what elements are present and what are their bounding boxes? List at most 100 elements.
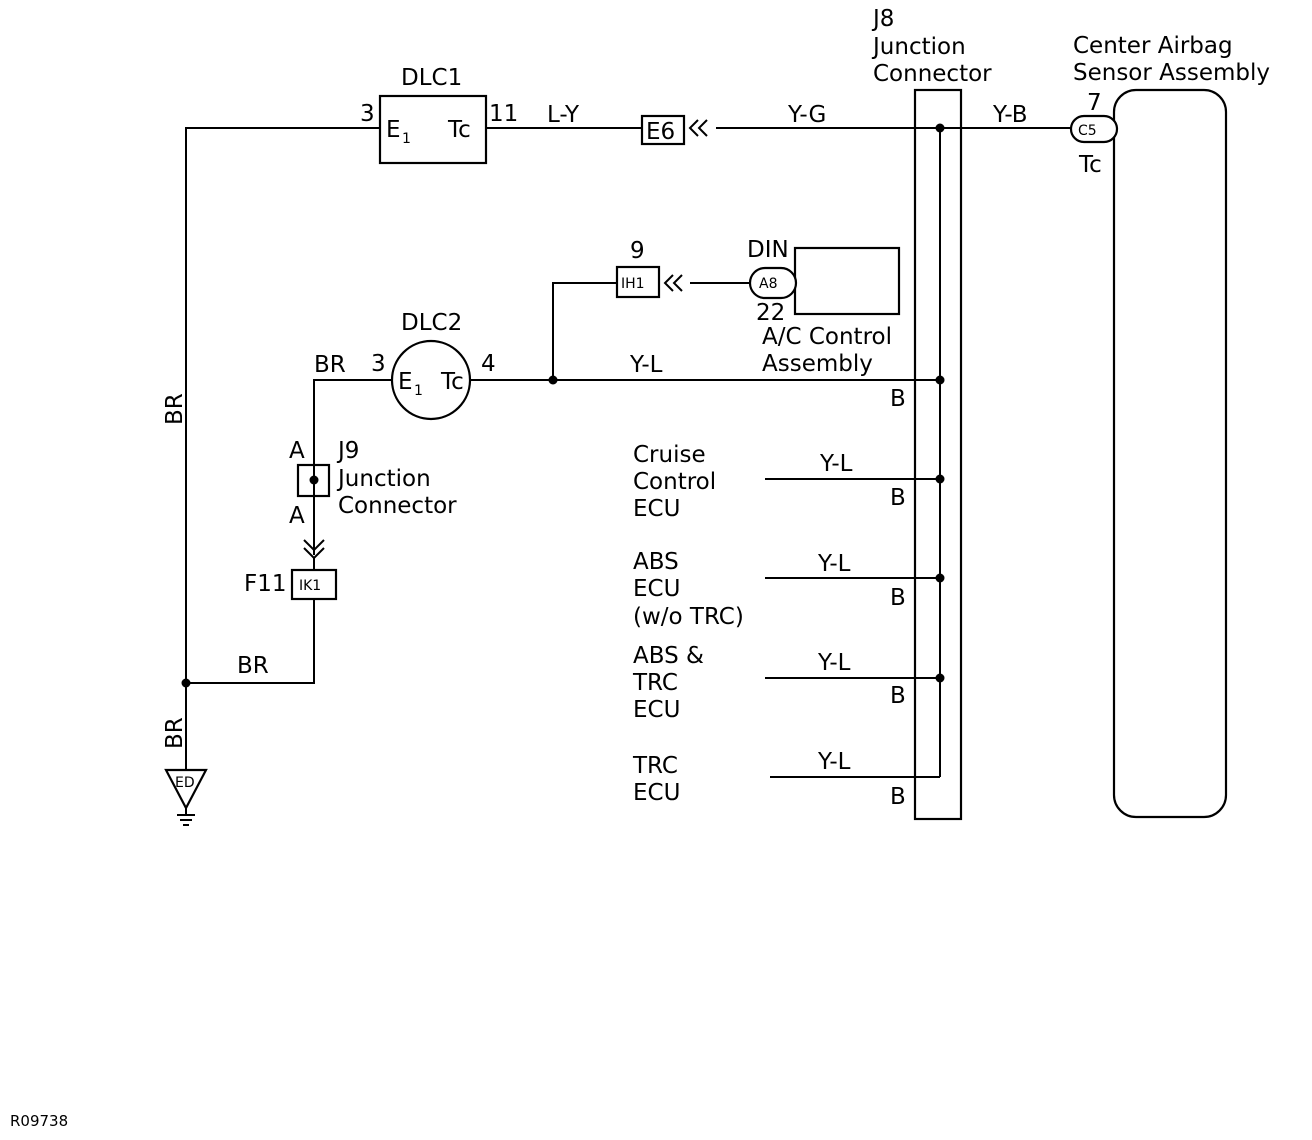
airbag-c5-label: C5 [1078, 123, 1097, 139]
j9-line1: Junction [336, 466, 431, 492]
ground-junction-node [181, 678, 191, 688]
ac-line2: Assembly [762, 351, 873, 377]
ground-branch-wire [186, 599, 315, 684]
j9-pin-bottom: A [289, 503, 305, 529]
ecu-cruise-line1: Cruise [633, 442, 706, 468]
j9-node [309, 475, 319, 485]
j8-node-cruise [935, 474, 945, 484]
ik1-body [290, 568, 338, 601]
ecu-abs-pin: B [890, 585, 906, 611]
dlc1-connector: DLC1 3 11 E 1 Tc [360, 65, 518, 165]
dlc1-e1-label: E [386, 117, 401, 143]
dlc2-pin-e1: 3 [371, 351, 386, 377]
ik1-pin: F11 [244, 571, 287, 597]
ecu-trc-line1: TRC [632, 753, 678, 779]
j9-junction-connector: A A J9 Junction Connector [289, 438, 457, 529]
dlc1-pin-tc: 11 [489, 101, 518, 127]
wire-label-dlc2-bus: Y-L [629, 352, 663, 378]
ecu-abs-trc-wire: Y-L [817, 650, 851, 676]
ecu-cruise-line2: Control [633, 469, 716, 495]
ih1-pin: 9 [630, 238, 645, 264]
j9-title: J9 [336, 438, 359, 464]
j8-node-dlc2 [935, 375, 945, 385]
ik1-label: IK1 [299, 578, 321, 594]
e6-connector: E6 [640, 114, 708, 146]
ground-label: ED [175, 775, 195, 791]
dlc1-pin-e1: 3 [360, 101, 375, 127]
center-airbag-sensor: C5 Center Airbag Sensor Assembly 7 Tc [1069, 33, 1270, 819]
airbag-terminal: Tc [1078, 152, 1102, 178]
dlc1-body [378, 94, 488, 165]
j9-pin-top: A [289, 438, 305, 464]
ih1-label: IH1 [621, 276, 645, 292]
e6-body [640, 114, 686, 146]
j8-node-abs [935, 573, 945, 583]
ecu-cruise-line3: ECU [633, 496, 680, 522]
ecu-trc-line2: ECU [633, 780, 680, 806]
ac-din-label: DIN [747, 237, 789, 263]
ih1-body [615, 265, 661, 299]
j8-node-abs-trc [935, 673, 945, 683]
ik1-chevron-1 [303, 539, 325, 552]
ecu-abs-wire: Y-L [817, 551, 851, 577]
dlc1-title: DLC1 [401, 65, 462, 91]
j8-title: J8 [871, 6, 894, 32]
e6-chevron-2 [697, 119, 708, 137]
ecu-abs-line1: ABS [633, 549, 679, 575]
ac-a8-label: A8 [759, 276, 777, 292]
dlc2-pin-tc: 4 [481, 351, 496, 377]
ih1-connector: IH1 9 [615, 238, 683, 299]
ecu-abs-trc-line1: ABS & [633, 643, 704, 669]
ecu-abs-line3: (w/o TRC) [633, 604, 744, 630]
ac-control-assembly: A8 DIN 22 A/C Control Assembly [747, 237, 901, 377]
wire-label-ground-vertical: BR [162, 393, 188, 425]
ecu-trc: TRC ECU Y-L B [632, 749, 906, 810]
j8-pin-b-dlc2: B [890, 386, 906, 412]
bus-junction-node [548, 375, 558, 385]
airbag-body [1112, 88, 1228, 819]
airbag-line1: Center Airbag [1073, 33, 1233, 59]
j8-body [913, 88, 963, 821]
ecu-abs-trc-pin: B [890, 683, 906, 709]
dlc2-title: DLC2 [401, 310, 462, 336]
airbag-pin: 7 [1087, 90, 1102, 116]
ac-pin: 22 [756, 300, 785, 326]
j8-junction-connector: J8 Junction Connector B [871, 6, 992, 821]
dlc2-connector: DLC2 3 4 E 1 Tc [371, 310, 496, 421]
dlc1-tc-label: Tc [447, 117, 471, 143]
j8-line1: Junction [871, 34, 966, 60]
ac-body [793, 246, 901, 316]
e6-chevron-1 [688, 119, 699, 137]
ac-line1: A/C Control [762, 324, 892, 350]
dlc2-e1-label: E [398, 369, 413, 395]
dlc1-e1-wire [185, 127, 380, 770]
dlc2-tc-label: Tc [440, 369, 464, 395]
j8-line2: Connector [873, 61, 992, 87]
wire-label-dlc2-e1: BR [314, 352, 346, 378]
ik1-connector: IK1 F11 [244, 568, 338, 601]
ecu-abs-trc-line2: TRC [632, 670, 678, 696]
wire-label-j8-airbag: Y-B [992, 102, 1028, 128]
wire-label-ground-horizontal: BR [237, 653, 269, 679]
ground-symbol: ED [164, 678, 208, 826]
e6-label: E6 [646, 119, 675, 145]
ih1-chevron-2 [672, 274, 683, 292]
j8-node-top [935, 123, 945, 133]
j9-line2: Connector [338, 493, 457, 519]
dlc2-e1-subscript: 1 [414, 383, 423, 399]
ecu-trc-wire: Y-L [817, 749, 851, 775]
ecu-cruise-wire: Y-L [819, 451, 853, 477]
airbag-c5-connector [1069, 114, 1119, 144]
ecu-abs-trc: ABS & TRC ECU Y-L B [632, 643, 906, 723]
wire-label-e6-j8: Y-G [787, 102, 826, 128]
ac-a8-connector [748, 266, 798, 300]
ground-triangle [164, 768, 208, 811]
airbag-line2: Sensor Assembly [1073, 60, 1270, 86]
wire-labels: L-Y Y-G Y-B Y-L BR BR BR BR [162, 102, 1028, 749]
ecu-cruise-pin: B [890, 485, 906, 511]
ih1-branch-wire [552, 282, 617, 380]
wires [185, 127, 1072, 778]
dlc1-e1-subscript: 1 [402, 131, 411, 147]
figure-id: R09738 [10, 1112, 68, 1130]
